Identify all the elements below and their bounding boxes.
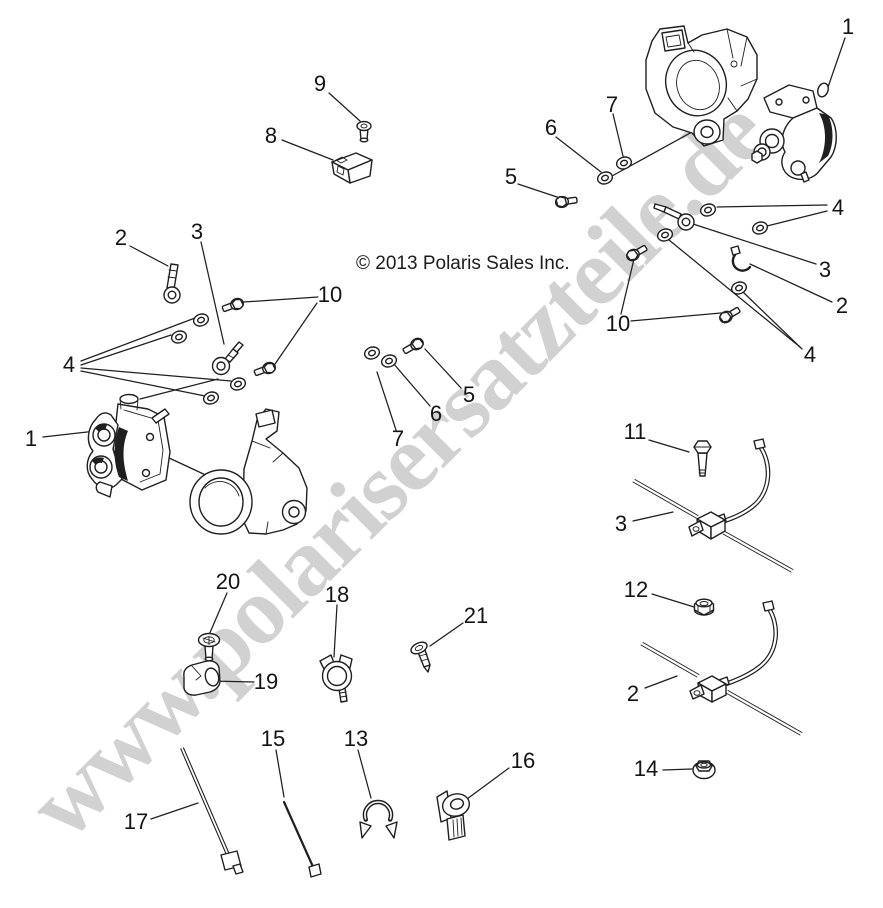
callout-1-left: 1 <box>24 426 38 451</box>
latch-block-16 <box>436 790 471 841</box>
banjo-fitting-right <box>653 203 695 231</box>
bolt-11 <box>693 440 712 477</box>
callout-13: 13 <box>343 726 369 751</box>
gearbox-housing <box>645 25 758 147</box>
push-rivet-20 <box>197 632 221 662</box>
brake-caliper-right <box>751 82 837 183</box>
hose-clamp-18 <box>319 654 353 703</box>
callout-12: 12 <box>623 577 649 602</box>
arrow-clip-13 <box>359 799 398 839</box>
pad-clip-8 <box>331 152 373 184</box>
callout-1-right: 1 <box>841 14 855 39</box>
rubber-sleeve-19 <box>183 660 221 696</box>
callout-19: 19 <box>253 669 279 694</box>
callout-10-right: 10 <box>605 311 631 336</box>
callout-14: 14 <box>633 756 659 781</box>
callout-4-right: 4 <box>831 195 845 220</box>
callout-3-right: 3 <box>818 257 832 282</box>
callout-7-right: 7 <box>605 92 619 117</box>
callout-5-right: 5 <box>504 164 518 189</box>
screw-21 <box>410 641 431 673</box>
hub-carrier <box>189 408 308 535</box>
cable-tie-17 <box>180 747 244 875</box>
brake-line-2 <box>640 600 803 736</box>
callout-7-middle: 7 <box>391 426 405 451</box>
callout-3-line: 3 <box>614 511 628 536</box>
callout-17: 17 <box>123 809 149 834</box>
callout-4-left: 4 <box>62 352 76 377</box>
callout-21: 21 <box>463 603 489 628</box>
callout-2-left: 2 <box>114 225 128 250</box>
hex-nut-12 <box>693 598 715 616</box>
cable-tie-15 <box>282 800 322 878</box>
callout-2-line: 2 <box>626 681 640 706</box>
copyright-notice: © 2013 Polaris Sales Inc. <box>356 253 570 274</box>
callout-8: 8 <box>264 123 278 148</box>
hose-clip-2-right <box>730 245 752 272</box>
callout-3-left: 3 <box>190 219 204 244</box>
brake-caliper-left <box>86 393 171 498</box>
banjo-fitting-3-left <box>211 341 244 376</box>
brake-line-3 <box>632 438 794 573</box>
callout-15: 15 <box>260 726 286 751</box>
banjo-fitting-2-left <box>163 263 181 304</box>
callout-4-lower-right: 4 <box>803 342 817 367</box>
callout-20: 20 <box>215 569 241 594</box>
callout-11: 11 <box>623 419 647 444</box>
callout-6-right: 6 <box>544 115 558 140</box>
callout-9: 9 <box>313 71 327 96</box>
callout-5-middle: 5 <box>462 382 476 407</box>
flange-nut-14 <box>692 760 716 780</box>
callout-10-left: 10 <box>317 282 343 307</box>
callout-6-middle: 6 <box>429 401 443 426</box>
callout-16: 16 <box>510 748 536 773</box>
callout-18: 18 <box>324 582 350 607</box>
screw-9 <box>356 120 372 143</box>
flange-bolts <box>220 193 743 379</box>
callout-2-right: 2 <box>835 293 849 318</box>
